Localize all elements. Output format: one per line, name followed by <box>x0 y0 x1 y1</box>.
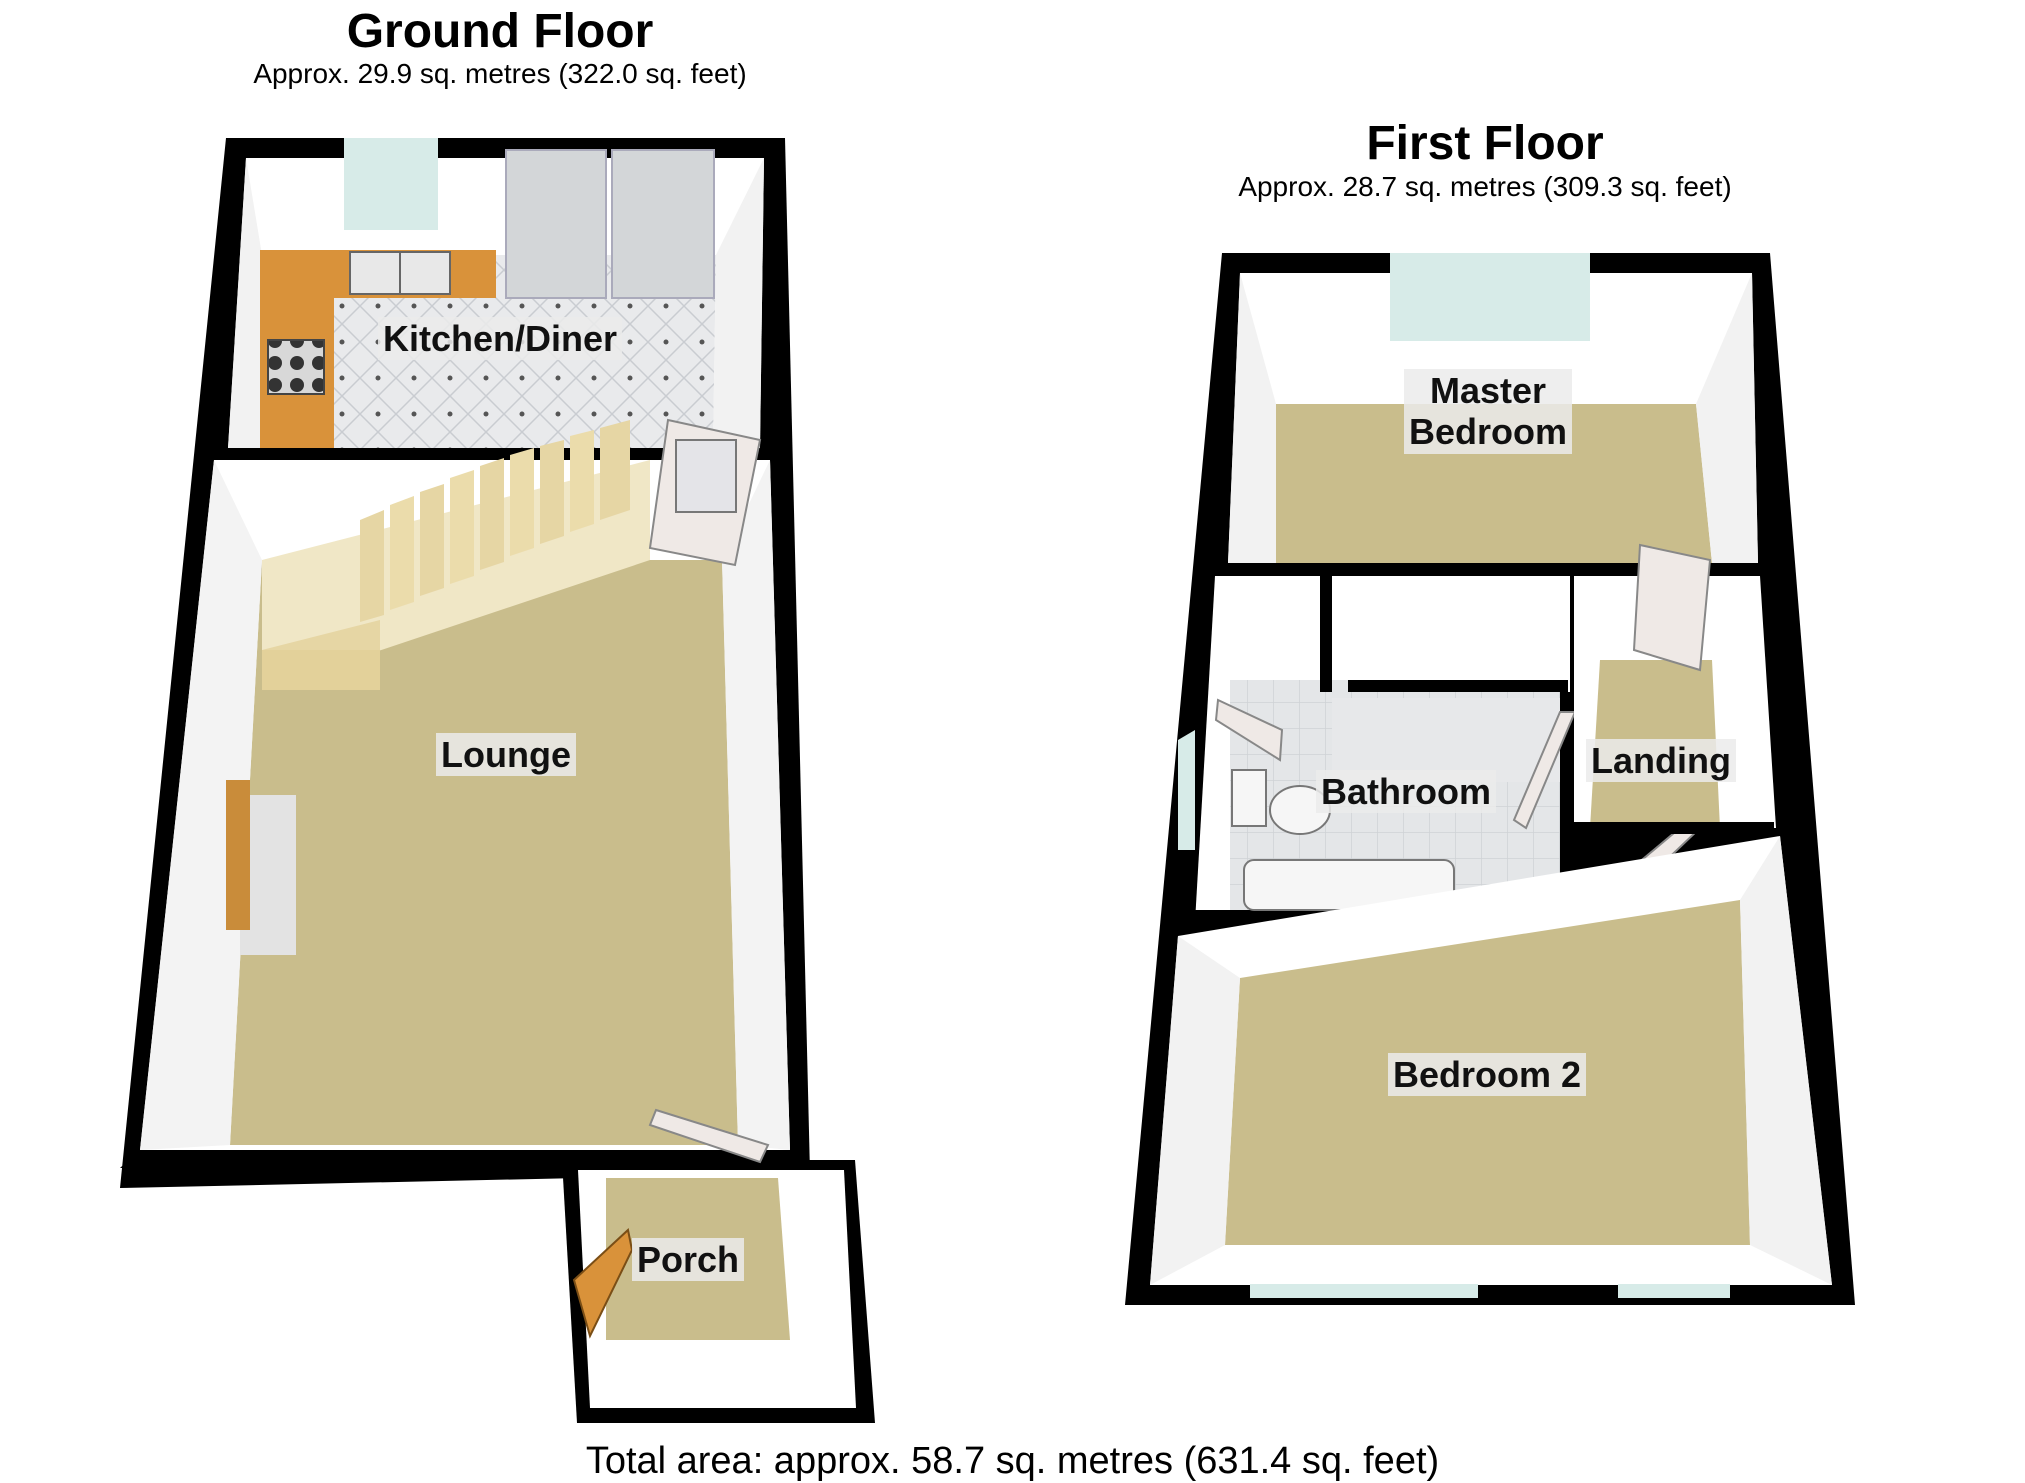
kitchen-window <box>344 138 438 230</box>
bedroom2-window-right <box>1618 1284 1730 1298</box>
bathroom-window <box>1178 730 1195 850</box>
room-label-lounge: Lounge <box>436 733 576 777</box>
cupboard-partition <box>1320 576 1332 692</box>
cupboard-front <box>1348 680 1568 692</box>
lounge-glazed-door <box>648 418 762 567</box>
room-label-master-bedroom: Master Bedroom <box>1404 369 1573 454</box>
staircase <box>262 420 650 690</box>
fireplace-surround <box>226 780 250 930</box>
ground-floor-title: Ground Floor <box>346 5 654 58</box>
bathroom-right-wall <box>1560 692 1574 922</box>
room-label-master-line2: Bedroom <box>1409 411 1568 453</box>
kitchen-worktop <box>260 250 496 448</box>
master-bedroom-window <box>1390 253 1590 341</box>
total-area: Total area: approx. 58.7 sq. metres (631… <box>585 1440 1440 1482</box>
lounge-front-wall <box>120 1150 560 1168</box>
landing-door-top <box>1632 543 1712 672</box>
kitchen-hob <box>267 339 325 395</box>
room-label-porch: Porch <box>632 1238 745 1282</box>
kitchen-tall-unit-right <box>611 149 715 299</box>
toilet-cistern <box>1231 769 1267 827</box>
porch-inner-door <box>648 1108 770 1164</box>
room-label-bathroom: Bathroom <box>1316 770 1496 814</box>
room-label-landing: Landing <box>1586 739 1736 783</box>
master-bedroom-divider <box>1218 563 1760 576</box>
kitchen-tall-unit-left <box>505 149 607 299</box>
ground-floor-area: Approx. 29.9 sq. metres (322.0 sq. feet) <box>253 58 747 89</box>
room-label-master-line1: Master <box>1429 370 1547 411</box>
bedroom2-window-left <box>1250 1284 1478 1298</box>
room-label-kitchen-diner: Kitchen/Diner <box>378 317 623 361</box>
ground-floor-plan <box>120 138 875 1423</box>
room-label-bedroom-2: Bedroom 2 <box>1388 1053 1587 1097</box>
master-bedroom-floor <box>1276 404 1712 563</box>
lounge-floor <box>230 560 738 1145</box>
first-floor-title: First Floor <box>1366 117 1604 170</box>
first-floor-area: Approx. 28.7 sq. metres (309.3 sq. feet) <box>1238 171 1732 202</box>
bathroom-door-left <box>1214 698 1284 762</box>
bathroom-door-right <box>1512 711 1577 830</box>
landing-bedroom2-divider <box>1574 822 1774 834</box>
